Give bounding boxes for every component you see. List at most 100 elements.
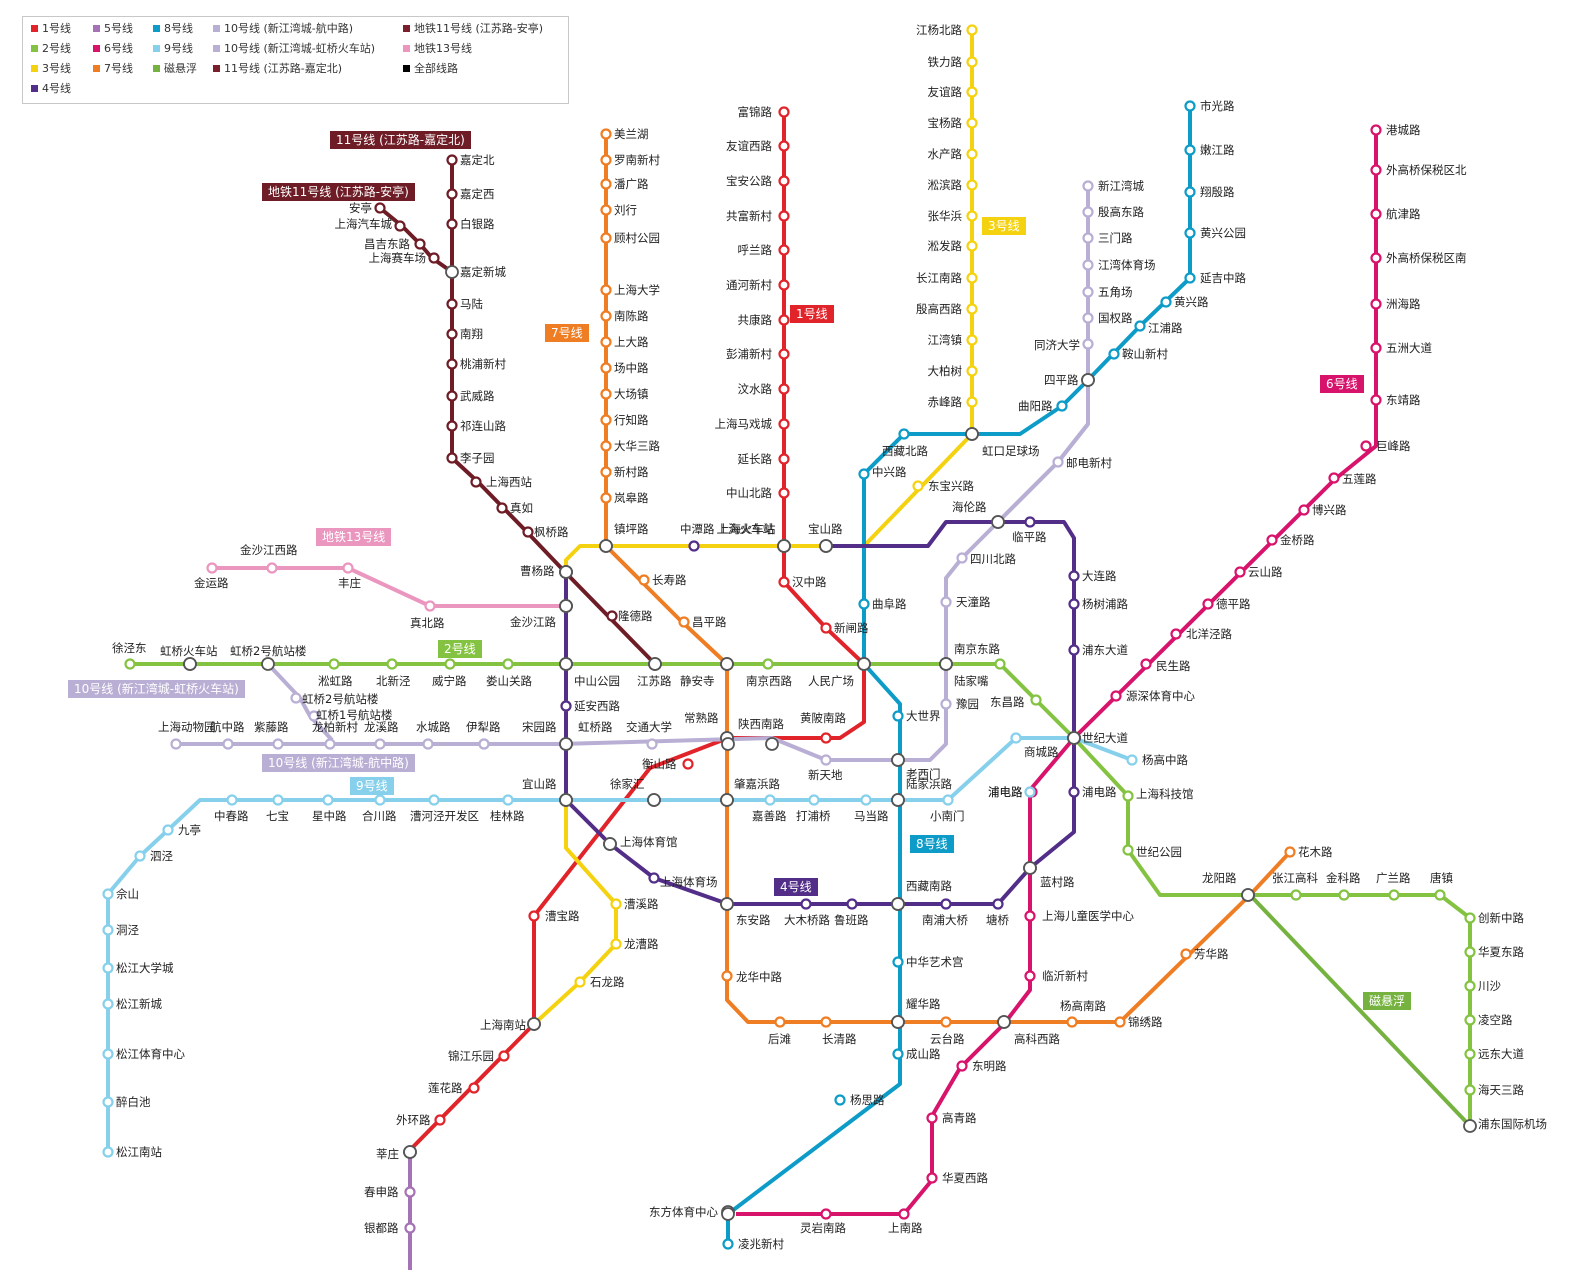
station-marker[interactable] [102,1048,114,1060]
station-label[interactable]: 世纪大道 [1082,731,1128,745]
station-marker[interactable] [860,794,872,806]
station-label[interactable]: 徐家汇 [610,777,645,791]
station-marker[interactable] [966,303,978,315]
station-marker[interactable] [446,358,458,370]
station-label[interactable]: 美兰湖 [614,127,649,141]
station-marker[interactable] [394,220,406,232]
station-marker[interactable] [1110,690,1122,702]
station-label[interactable]: 北洋泾路 [1186,627,1232,641]
station-label[interactable]: 嘉善路 [752,809,787,823]
station-marker[interactable] [1370,124,1382,136]
station-label[interactable]: 南翔 [460,327,483,341]
station-marker[interactable] [966,272,978,284]
station-label[interactable]: 黄兴路 [1174,295,1209,309]
interchange-marker[interactable] [720,657,734,671]
station-label[interactable]: 龙漕路 [624,937,659,951]
station-marker[interactable] [600,492,612,504]
station-label[interactable]: 呼兰路 [738,243,773,257]
station-label[interactable]: 杨高中路 [1142,753,1188,767]
station-marker[interactable] [134,850,146,862]
station-label[interactable]: 黄陂南路 [800,711,846,725]
station-label[interactable]: 港城路 [1386,123,1421,137]
station-label[interactable]: 漕河泾开发区 [410,809,479,823]
station-label[interactable]: 莲花路 [428,1081,463,1095]
station-marker[interactable] [966,86,978,98]
station-label[interactable]: 共富新村 [726,209,772,223]
station-marker[interactable] [808,794,820,806]
station-marker[interactable] [1068,570,1080,582]
station-label[interactable]: 嘉定新城 [460,265,506,279]
station-marker[interactable] [470,476,482,488]
station-label[interactable]: 白银路 [460,217,495,231]
station-label[interactable]: 民生路 [1156,659,1191,673]
station-marker[interactable] [600,336,612,348]
station-marker[interactable] [600,440,612,452]
station-marker[interactable] [1134,320,1146,332]
station-label[interactable]: 西藏北路 [882,444,928,458]
station-label[interactable]: 交通大学 [626,720,672,734]
interchange-marker[interactable] [997,1015,1011,1029]
station-label[interactable]: 芳华路 [1194,947,1229,961]
station-label[interactable]: 淞虹路 [318,674,353,688]
station-marker[interactable] [1184,272,1196,284]
station-label[interactable]: 松江新城 [116,997,162,1011]
station-marker[interactable] [606,610,618,622]
station-label[interactable]: 水城路 [416,720,451,734]
station-label[interactable]: 上海体育馆 [620,835,678,849]
station-marker[interactable] [446,328,458,340]
station-marker[interactable] [414,238,426,250]
station-marker[interactable] [966,24,978,36]
station-label[interactable]: 浦东国际机场 [1478,1117,1547,1131]
station-marker[interactable] [102,1096,114,1108]
station-marker[interactable] [444,658,456,670]
station-marker[interactable] [328,658,340,670]
station-label[interactable]: 嘉定西 [460,187,495,201]
station-marker[interactable] [722,1238,734,1250]
station-label[interactable]: 通河新村 [726,278,772,292]
station-label[interactable]: 汶水路 [738,382,773,396]
station-marker[interactable] [820,1208,832,1220]
station-label[interactable]: 鲁班路 [834,913,869,927]
station-label[interactable]: 唐镇 [1430,871,1453,885]
station-label[interactable]: 张江高科 [1272,871,1318,885]
station-label[interactable]: 上海体育场 [660,875,718,889]
station-label[interactable]: 江浦路 [1148,321,1183,335]
station-marker[interactable] [966,148,978,160]
station-label[interactable]: 东安路 [736,913,771,927]
station-marker[interactable] [1122,844,1134,856]
station-label[interactable]: 莘庄 [376,1147,399,1161]
station-label[interactable]: 大世界 [906,709,941,723]
station-label[interactable]: 邮电新村 [1066,456,1112,470]
station-label[interactable]: 花木路 [1298,845,1333,859]
station-marker[interactable] [422,738,434,750]
station-label[interactable]: 商城路 [1024,745,1059,759]
station-marker[interactable] [1370,394,1382,406]
station-label[interactable]: 宝杨路 [928,116,963,130]
interchange-marker[interactable] [721,1207,735,1221]
interchange-marker[interactable] [261,657,275,671]
station-label[interactable]: 静安寺 [680,674,715,688]
station-marker[interactable] [222,738,234,750]
station-label[interactable]: 长清路 [822,1032,857,1046]
station-label[interactable]: 昌吉东路 [364,237,410,251]
station-marker[interactable] [528,910,540,922]
station-label[interactable]: 远东大道 [1478,1047,1524,1061]
station-marker[interactable] [1082,206,1094,218]
station-marker[interactable] [374,794,386,806]
station-label[interactable]: 虹桥2号航站楼 [230,644,307,658]
station-label[interactable]: 曲阜路 [872,597,907,611]
station-label[interactable]: 富锦路 [738,105,773,119]
station-marker[interactable] [374,738,386,750]
legend-item[interactable]: 10号线 (新江湾城-航中路) [213,23,353,35]
station-marker[interactable] [1056,400,1068,412]
station-label[interactable]: 银都路 [364,1221,399,1235]
station-marker[interactable] [1068,786,1080,798]
station-marker[interactable] [1464,1048,1476,1060]
interchange-marker[interactable] [891,1015,905,1029]
station-marker[interactable] [778,576,790,588]
station-label[interactable]: 东方体育中心 [649,1205,718,1219]
station-label[interactable]: 云台路 [930,1032,965,1046]
station-label[interactable]: 上海火车站 [718,522,776,536]
legend-item[interactable]: 10号线 (新江湾城-虹桥火车站) [213,43,375,55]
station-marker[interactable] [404,1222,416,1234]
